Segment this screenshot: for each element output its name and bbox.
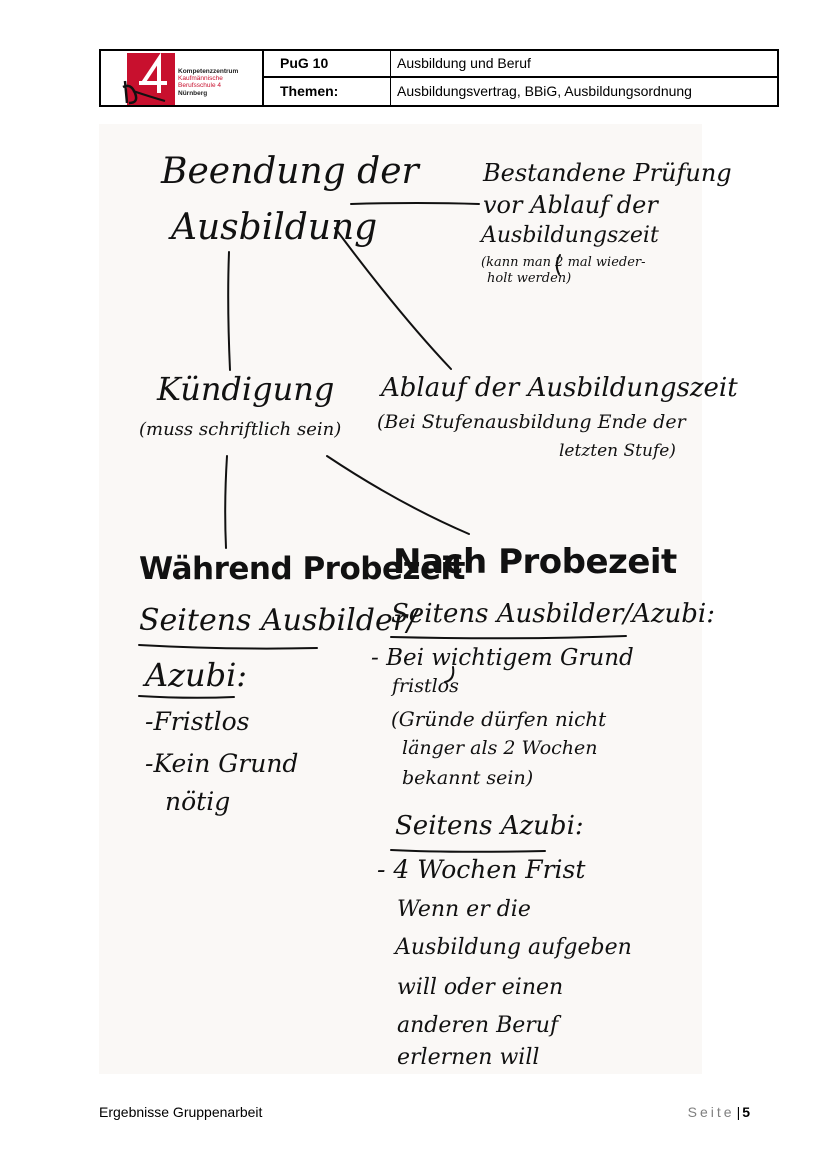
footer-title: Ergebnisse Gruppenarbeit	[99, 1104, 263, 1120]
logo-line-3: Berufsschule 4	[178, 82, 221, 90]
expiry-line-3: letzten Stufe)	[559, 441, 676, 461]
during-title: Während Probezeit	[139, 551, 465, 587]
page-word: Seite	[687, 1104, 735, 1120]
logo-text: Kompetenzzentrum Kaufmännische Berufssch…	[178, 68, 238, 97]
root-title-line-2: Ausbildung	[171, 207, 378, 248]
during-item-1: -Fristlos	[145, 707, 250, 736]
termination-title: Kündigung	[157, 370, 335, 408]
page-separator: |	[736, 1104, 741, 1120]
logo-line-1: Kompetenzzentrum	[178, 68, 239, 75]
label-column: PuG 10 Themen:	[262, 51, 391, 105]
expiry-line-1: Ablauf der Ausbildungszeit	[381, 373, 738, 403]
topics-label: Themen:	[280, 83, 339, 99]
during-sub-1: Seitens Ausbilder/	[139, 603, 418, 638]
page-number: Seite|5	[688, 1104, 750, 1120]
expiry-line-2: (Bei Stufenausbildung Ende der	[377, 411, 686, 433]
during-item-3: nötig	[165, 787, 231, 816]
handwritten-notes: Beendung der Ausbildung Bestandene Prüfu…	[99, 124, 738, 1074]
exam-line-3: Ausbildungszeit	[481, 223, 659, 248]
root-title-line-1: Beendung der	[161, 151, 419, 192]
page-number-value: 5	[742, 1104, 750, 1120]
school-logo-icon	[122, 53, 175, 105]
termination-note: (muss schriftlich sein)	[139, 419, 342, 440]
header-table: Kompetenzzentrum Kaufmännische Berufssch…	[99, 49, 779, 107]
row-divider	[262, 76, 777, 78]
during-sub-2: Azubi:	[145, 656, 248, 694]
value-column: Ausbildung und Beruf Ausbildungsvertrag,…	[391, 51, 777, 105]
logo-line-4: Nürnberg	[178, 89, 208, 97]
after-title: Nach Probezeit	[393, 542, 677, 582]
after-item2-5: anderen Beruf	[397, 1013, 559, 1038]
after-item-3: (Gründe dürfen nicht	[391, 707, 607, 731]
exam-line-1: Bestandene Prüfung	[483, 159, 732, 187]
after-item-5: bekannt sein)	[402, 767, 534, 789]
after-item2-4: will oder einen	[397, 975, 564, 1000]
during-item-2: -Kein Grund	[145, 749, 299, 778]
after-item2-3: Ausbildung aufgeben	[395, 935, 632, 960]
after-item2-1: - 4 Wochen Frist	[377, 855, 586, 884]
topics-value: Ausbildungsvertrag, BBiG, Ausbildungsord…	[397, 83, 692, 99]
after-item-2: fristlos	[392, 675, 459, 697]
after-item2-2: Wenn er die	[397, 897, 531, 922]
after-item2-6: erlernen will	[397, 1045, 540, 1070]
logo-cell: Kompetenzzentrum Kaufmännische Berufssch…	[101, 51, 264, 105]
after-item-1: - Bei wichtigem Grund	[371, 645, 634, 671]
exam-line-2: vor Ablauf der	[483, 191, 658, 219]
exam-line-4: (kann man 2 mal wieder-	[481, 255, 646, 270]
after-sub-2: Seitens Azubi:	[395, 811, 584, 841]
after-sub: Seitens Ausbilder/Azubi:	[391, 599, 715, 629]
course-value: Ausbildung und Beruf	[397, 55, 531, 71]
logo-line-2: Kaufmännische	[178, 75, 223, 83]
course-label: PuG 10	[280, 55, 329, 71]
after-item-4: länger als 2 Wochen	[402, 737, 598, 759]
exam-line-5: holt werden)	[487, 271, 572, 286]
mindmap-connectors	[138, 202, 627, 853]
